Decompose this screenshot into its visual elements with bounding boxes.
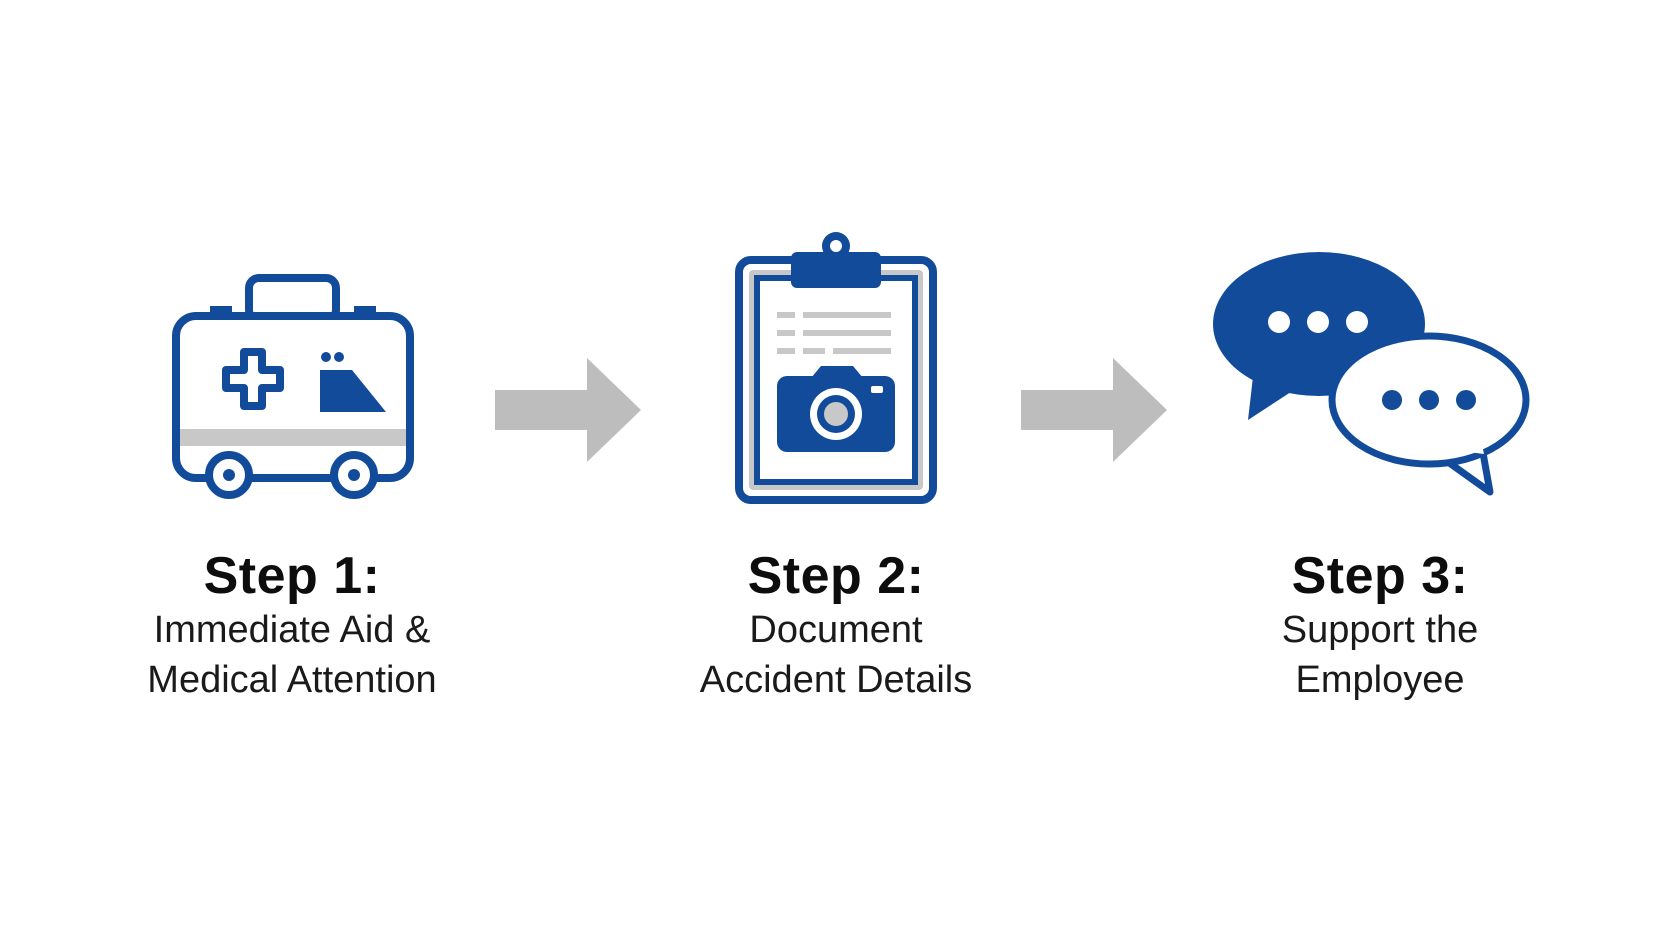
step-1-description-line-2: Medical Attention bbox=[147, 659, 437, 701]
step-1-title: Step 1: bbox=[203, 547, 381, 605]
step-3-description-line-2: Employee bbox=[1295, 659, 1465, 701]
right-arrow-icon bbox=[495, 358, 641, 462]
step-3-text: Step 3: Support the Employee bbox=[1170, 547, 1590, 705]
step-1-text: Step 1: Immediate Aid & Medical Attentio… bbox=[82, 547, 502, 705]
step-3-description-line-1: Support the bbox=[1281, 609, 1479, 651]
step-1-description-line-1: Immediate Aid & bbox=[153, 609, 431, 651]
step-2-description-line-1: Document bbox=[749, 609, 923, 651]
ambulance-first-aid-icon bbox=[172, 274, 414, 499]
step-2-description-line-2: Accident Details bbox=[699, 659, 973, 701]
step-2-title: Step 2: bbox=[747, 547, 925, 605]
clipboard-camera-icon bbox=[735, 232, 937, 504]
chat-bubbles-icon bbox=[1213, 252, 1530, 496]
right-arrow-icon bbox=[1021, 358, 1167, 462]
step-3-title: Step 3: bbox=[1291, 547, 1469, 605]
step-2-text: Step 2: Document Accident Details bbox=[626, 547, 1046, 705]
